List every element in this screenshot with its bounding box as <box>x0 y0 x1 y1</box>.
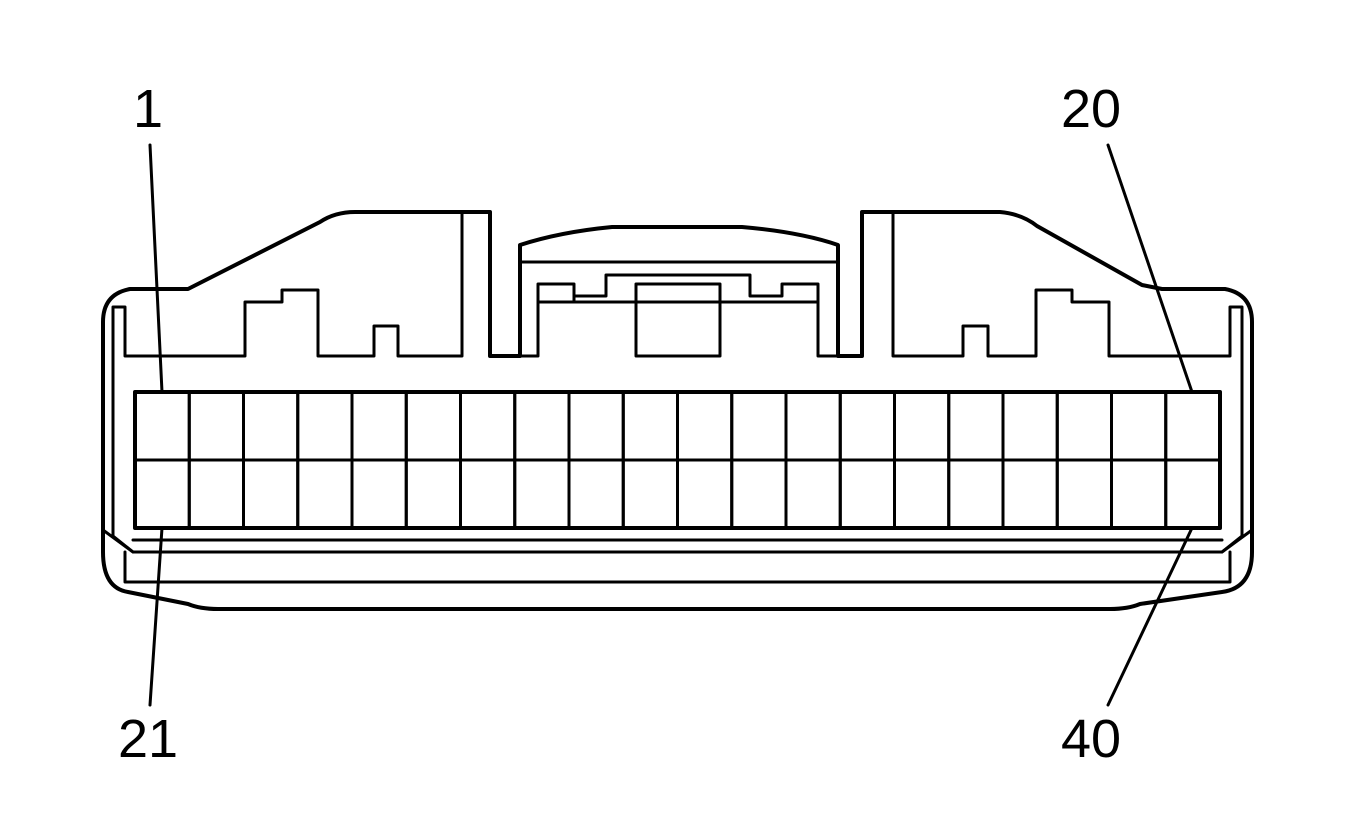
lower-rail <box>111 534 1244 584</box>
pin-cavity-29 <box>567 458 625 530</box>
pin-cavity-39 <box>1110 458 1168 530</box>
pin-cavity-13 <box>784 390 842 462</box>
pin-cavity-30 <box>621 458 679 530</box>
pin-cavity-4 <box>296 390 354 462</box>
pin-cavity-8 <box>513 390 571 462</box>
pin-cavity-40 <box>1164 458 1222 530</box>
inner-top-body <box>131 210 1224 358</box>
pin-cavity-37 <box>1001 458 1059 530</box>
pin-cavity-14 <box>838 390 896 462</box>
pin-cavity-11 <box>676 390 734 462</box>
pin-cavity-33 <box>784 458 842 530</box>
right-inner-wall <box>1220 305 1244 538</box>
label-pin-20: 20 <box>1061 79 1121 139</box>
pin-cavity-35 <box>893 458 951 530</box>
label-pin-40: 40 <box>1061 709 1121 769</box>
left-inner-wall <box>111 305 135 538</box>
pin-cavity-32 <box>730 458 788 530</box>
pin-cavity-28 <box>513 458 571 530</box>
pin-cavity-16 <box>947 390 1005 462</box>
leader-line-pin-40 <box>1106 526 1194 707</box>
pin-cavity-21 <box>133 458 191 530</box>
label-pin-1: 1 <box>133 79 163 139</box>
pin-grid <box>133 390 1222 530</box>
pin-cavity-22 <box>187 458 245 530</box>
pin-cavity-27 <box>459 458 517 530</box>
leader-line-pin-20 <box>1106 143 1194 394</box>
pin-cavity-5 <box>350 390 408 462</box>
pin-cavity-1 <box>133 390 191 462</box>
pin-cavity-26 <box>404 458 462 530</box>
pin-cavity-15 <box>893 390 951 462</box>
pin-cavity-6 <box>404 390 462 462</box>
pin-cavity-18 <box>1055 390 1113 462</box>
pin-cavity-36 <box>947 458 1005 530</box>
pin-cavity-19 <box>1110 390 1168 462</box>
label-pin-21: 21 <box>118 709 178 769</box>
pin-cavity-24 <box>296 458 354 530</box>
pin-cavity-10 <box>621 390 679 462</box>
center-latch <box>518 260 840 358</box>
pin-cavity-20 <box>1164 390 1222 462</box>
pin-cavity-25 <box>350 458 408 530</box>
pin-cavity-23 <box>242 458 300 530</box>
lower-corner-right <box>1220 528 1254 554</box>
pin-cavity-34 <box>838 458 896 530</box>
pin-cavity-17 <box>1001 390 1059 462</box>
pin-cavity-31 <box>676 458 734 530</box>
housing-outline <box>101 210 1254 611</box>
pin-cavity-3 <box>242 390 300 462</box>
pin-cavity-38 <box>1055 458 1113 530</box>
leader-line-pin-1 <box>148 143 164 394</box>
pin-cavity-7 <box>459 390 517 462</box>
lower-corner-left <box>101 528 135 554</box>
pin-cavity-9 <box>567 390 625 462</box>
pin-cavity-12 <box>730 390 788 462</box>
pin-cavity-2 <box>187 390 245 462</box>
leader-line-pin-21 <box>148 526 164 707</box>
